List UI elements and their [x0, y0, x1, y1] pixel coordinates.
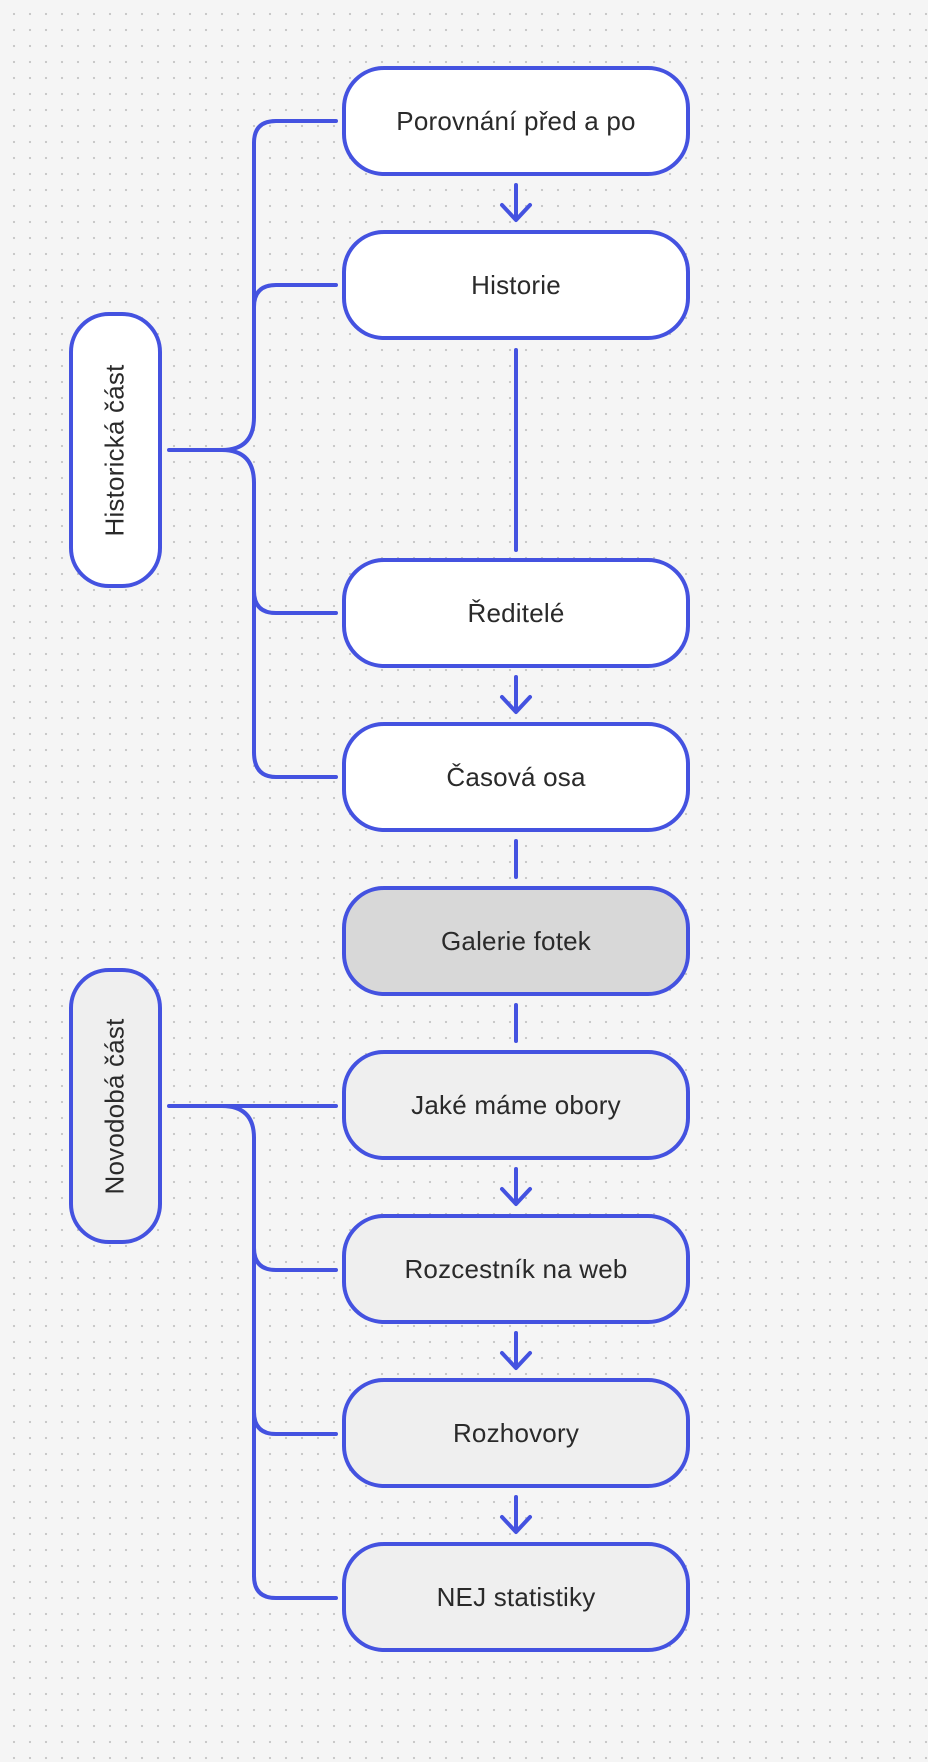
bracket-to-porovnani — [252, 119, 338, 145]
bracket-to-rozcestnik — [252, 1246, 338, 1272]
node-porovnani[interactable]: Porovnání před a po — [342, 66, 690, 176]
node-galerie-fotek[interactable]: Galerie fotek — [342, 886, 690, 996]
node-rozcestnik-label: Rozcestník na web — [404, 1253, 628, 1284]
node-jake-mame-obory-label: Jaké máme obory — [411, 1089, 621, 1120]
node-historie-label: Historie — [471, 269, 561, 300]
node-galerie-fotek-label: Galerie fotek — [440, 925, 591, 956]
node-jake-mame-obory[interactable]: Jaké máme obory — [342, 1050, 690, 1160]
node-historie[interactable]: Historie — [342, 230, 690, 340]
edge-n1-n2 — [500, 183, 532, 222]
group-modern[interactable]: Novodobá část — [69, 968, 162, 1244]
bracket-to-nej — [252, 1574, 338, 1600]
node-reditele-label: Ředitelé — [467, 597, 565, 628]
bracket-historic-stem — [167, 415, 256, 452]
bracket-to-historie — [252, 283, 338, 309]
node-nej-statistiky[interactable]: NEJ statistiky — [342, 1542, 690, 1652]
flow-connectors — [500, 183, 532, 1534]
node-casova-osa-label: Časová osa — [446, 761, 586, 792]
group-historic-label: Historická část — [100, 363, 131, 537]
bracket-to-reditele — [252, 589, 338, 615]
group-modern-label: Novodobá část — [100, 1017, 131, 1195]
group-historic[interactable]: Historická část — [69, 312, 162, 588]
bracket-historic — [167, 119, 338, 779]
bracket-historic-stem-lower — [220, 448, 256, 485]
node-rozcestnik[interactable]: Rozcestník na web — [342, 1214, 690, 1324]
edge-n3-n4 — [500, 675, 532, 714]
edge-n6-n7 — [500, 1167, 532, 1206]
node-reditele[interactable]: Ředitelé — [342, 558, 690, 668]
node-rozhovory-label: Rozhovory — [452, 1417, 580, 1448]
edge-n8-n9 — [500, 1495, 532, 1534]
node-casova-osa[interactable]: Časová osa — [342, 722, 690, 832]
node-nej-statistiky-label: NEJ statistiky — [436, 1581, 596, 1612]
bracket-modern — [167, 1104, 338, 1600]
bracket-to-casova-osa — [252, 750, 338, 779]
node-porovnani-label: Porovnání před a po — [396, 105, 636, 136]
bracket-to-rozhovory — [252, 1410, 338, 1436]
node-rozhovory[interactable]: Rozhovory — [342, 1378, 690, 1488]
edge-n7-n8 — [500, 1331, 532, 1370]
bracket-modern-curve — [220, 1104, 256, 1140]
